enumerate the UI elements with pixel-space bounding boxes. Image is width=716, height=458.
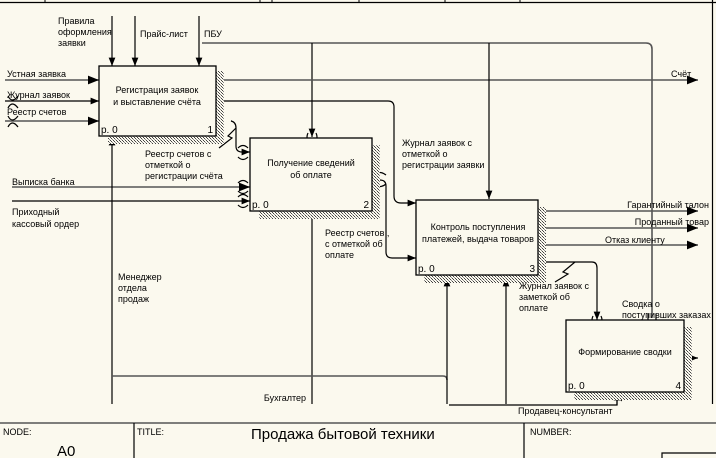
box-1-title-line2: и выставление счёта [113, 97, 201, 107]
box-3-title-line1: Контроль поступления [431, 222, 526, 232]
title-block: NODE: A0 TITLE: Продажа бытовой техники … [0, 422, 716, 458]
activity-box-4[interactable]: Формирование сводки р. 0 4 [565, 319, 692, 400]
svg-text:оформления: оформления [58, 27, 112, 37]
svg-text:поступивших заказах: поступивших заказах [622, 310, 711, 320]
label-output-sold-goods: Проданный товар [635, 217, 709, 227]
svg-text:регистрации заявки: регистрации заявки [402, 160, 484, 170]
svg-text:заявки: заявки [58, 38, 86, 48]
squiggle-journal-paid [554, 261, 576, 283]
label-input-bank-statement: Выписка банка [12, 177, 75, 187]
svg-text:отдела: отдела [118, 283, 147, 293]
label-input-request-journal: Журнал заявок [7, 90, 70, 100]
svg-text:отметкой о: отметкой о [145, 160, 191, 170]
label-control-rules: Правила оформления заявки [58, 16, 112, 48]
label-output-summary: Сводка о поступивших заказах [622, 299, 711, 320]
svg-text:Менеджер: Менеджер [118, 272, 162, 282]
box-4-number: 4 [675, 381, 681, 392]
arrow-mech-branch[interactable] [112, 375, 448, 381]
svg-text:Приходный: Приходный [12, 207, 59, 217]
box-4-title-line1: Формирование сводки [578, 347, 671, 357]
label-output-refusal: Отказ клиенту [605, 235, 665, 245]
arrow-register-paid[interactable] [372, 179, 416, 262]
box-3-title-line2: платежей, выдача товаров [422, 234, 534, 244]
label-mech-consultant: Продавец-консультант [518, 406, 613, 416]
svg-text:Правила: Правила [58, 16, 95, 26]
label-control-pbu: ПБУ [204, 29, 222, 39]
arrow-control-pbu-branch[interactable] [202, 42, 653, 318]
box-2-title-line1: Получение сведений [267, 158, 355, 168]
label-output-warranty: Гарантийный талон [627, 200, 709, 210]
activity-box-1[interactable]: Регистрация заявок и выставление счёта р… [98, 65, 224, 144]
svg-text:оплате: оплате [519, 303, 548, 313]
label-output-invoice: Счёт [671, 69, 691, 79]
label-journal-marked: Журнал заявок с отметкой о регистрации з… [402, 138, 484, 170]
activity-box-2[interactable]: Получение сведений об оплате р. 0 2 [249, 137, 380, 219]
svg-text:Сводка о: Сводка о [622, 299, 660, 309]
activity-box-3[interactable]: Контроль поступления платежей, выдача то… [415, 199, 546, 283]
label-input-cash-order: Приходный кассовый ордер [12, 207, 79, 229]
label-input-invoice-register: Реестр счетов [7, 107, 67, 117]
title-label: TITLE: [137, 427, 164, 437]
svg-text:Реестр счетов с: Реестр счетов с [145, 149, 212, 159]
svg-text:с отметкой об: с отметкой об [325, 239, 383, 249]
tunnel-request-journal [7, 95, 19, 109]
box-3-number: 3 [529, 264, 535, 275]
svg-text:заметкой об: заметкой об [519, 292, 570, 302]
svg-text:Журнал заявок с: Журнал заявок с [519, 281, 589, 291]
svg-text:оплате: оплате [325, 250, 354, 260]
svg-text:регистрации счёта: регистрации счёта [145, 171, 223, 181]
box-1-cost: р. 0 [101, 125, 118, 136]
tunnel-invoice-register [7, 115, 19, 128]
svg-text:Журнал заявок с: Журнал заявок с [402, 138, 472, 148]
box-3-cost: р. 0 [418, 264, 435, 275]
box-1-title-line1: Регистрация заявок [116, 85, 199, 95]
arrow-journal-paid[interactable] [538, 261, 601, 320]
box-1-number: 1 [207, 125, 213, 136]
arrow-register-marked[interactable] [230, 120, 250, 156]
diagram-title: Продажа бытовой техники [251, 426, 435, 443]
box-4-cost: р. 0 [568, 381, 585, 392]
label-mech-manager: Менеджер отдела продаж [118, 272, 162, 304]
svg-text:кассовый ордер: кассовый ордер [12, 219, 79, 229]
squiggle-register-marked [218, 127, 237, 149]
box-2-cost: р. 0 [252, 200, 269, 211]
box-2-title-line2: об оплате [290, 170, 332, 180]
label-register-marked: Реестр счетов с отметкой о регистрации с… [145, 149, 223, 181]
node-label: NODE: [3, 427, 32, 437]
label-journal-paid: Журнал заявок с заметкой об оплате [519, 281, 589, 313]
svg-text:отметкой о: отметкой о [402, 149, 448, 159]
label-register-paid: Реестр счетов , с отметкой об оплате [325, 228, 389, 260]
label-mech-accountant: Бухгалтер [264, 393, 306, 403]
arrow-journal-marked[interactable] [216, 100, 416, 207]
svg-text:Реестр счетов ,: Реестр счетов , [325, 228, 389, 238]
node-value: A0 [57, 443, 75, 458]
label-control-pricelist: Прайс-лист [140, 29, 188, 39]
svg-text:продаж: продаж [118, 294, 149, 304]
box-2-number: 2 [363, 200, 369, 211]
number-label: NUMBER: [530, 427, 572, 437]
label-input-oral-request: Устная заявка [7, 69, 66, 79]
top-frame-border [0, 0, 716, 404]
